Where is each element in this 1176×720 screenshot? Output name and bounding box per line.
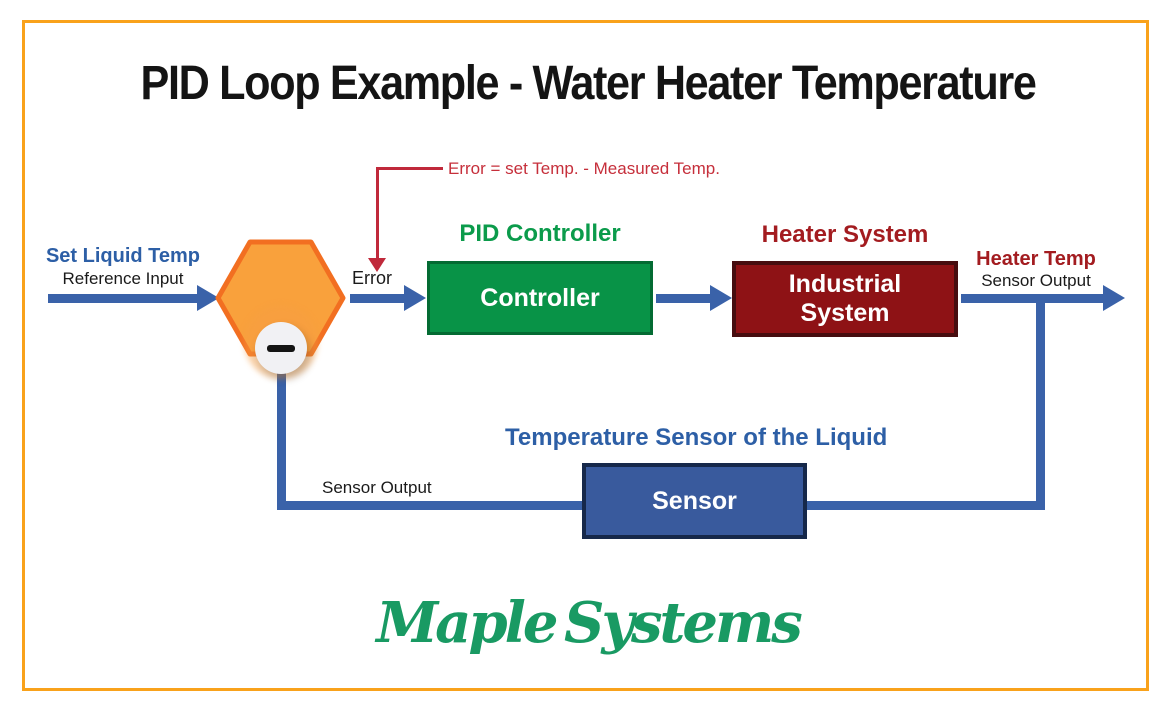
heater-block-label-line1: Industrial bbox=[788, 270, 902, 298]
error-arrow-shaft bbox=[350, 294, 406, 303]
output-arrow-head-icon bbox=[1103, 285, 1125, 311]
feedback-left-line bbox=[277, 501, 582, 510]
controller-to-heater-arrow-head-icon bbox=[710, 285, 732, 311]
output-arrow-shaft bbox=[961, 294, 1103, 303]
annotation-line-horizontal bbox=[377, 167, 443, 170]
sensor-block-label: Sensor bbox=[652, 486, 737, 515]
summing-junction-minus-circle bbox=[255, 322, 307, 374]
reference-input-label: Reference Input bbox=[62, 269, 184, 288]
heater-temp-label: Heater Temp bbox=[976, 248, 1096, 270]
input-arrow-shaft bbox=[48, 294, 202, 303]
feedback-branch-vertical-line bbox=[1036, 298, 1045, 509]
maple-systems-logo: Maple Systems bbox=[376, 590, 803, 656]
outer-frame bbox=[22, 20, 1149, 691]
pid-controller-heading: PID Controller bbox=[459, 220, 621, 247]
output-sensor-output-label: Sensor Output bbox=[981, 271, 1091, 290]
minus-icon bbox=[267, 344, 295, 352]
input-arrow-head-icon bbox=[197, 285, 219, 311]
feedback-right-line bbox=[807, 501, 1045, 510]
error-signal-label: Error bbox=[352, 268, 392, 288]
error-formula-label: Error = set Temp. - Measured Temp. bbox=[448, 159, 720, 178]
heater-block: Industrial System bbox=[732, 261, 958, 337]
sensor-heading: Temperature Sensor of the Liquid bbox=[505, 424, 888, 451]
feedback-sensor-output-label: Sensor Output bbox=[322, 478, 432, 497]
heater-block-label-line2: System bbox=[800, 299, 890, 327]
annotation-line-vertical bbox=[376, 167, 379, 260]
annotation-arrow-head-icon bbox=[368, 258, 386, 272]
setpoint-label: Set Liquid Temp bbox=[45, 245, 201, 267]
controller-block-label: Controller bbox=[480, 283, 600, 312]
summing-junction-hexagon bbox=[215, 239, 346, 357]
controller-to-heater-arrow-shaft bbox=[656, 294, 712, 303]
sensor-block: Sensor bbox=[582, 463, 807, 539]
error-arrow-head-icon bbox=[404, 285, 426, 311]
controller-block: Controller bbox=[427, 261, 653, 335]
feedback-up-line bbox=[277, 372, 286, 510]
heater-system-heading: Heater System bbox=[761, 221, 929, 248]
page-title: PID Loop Example - Water Heater Temperat… bbox=[140, 57, 1037, 110]
